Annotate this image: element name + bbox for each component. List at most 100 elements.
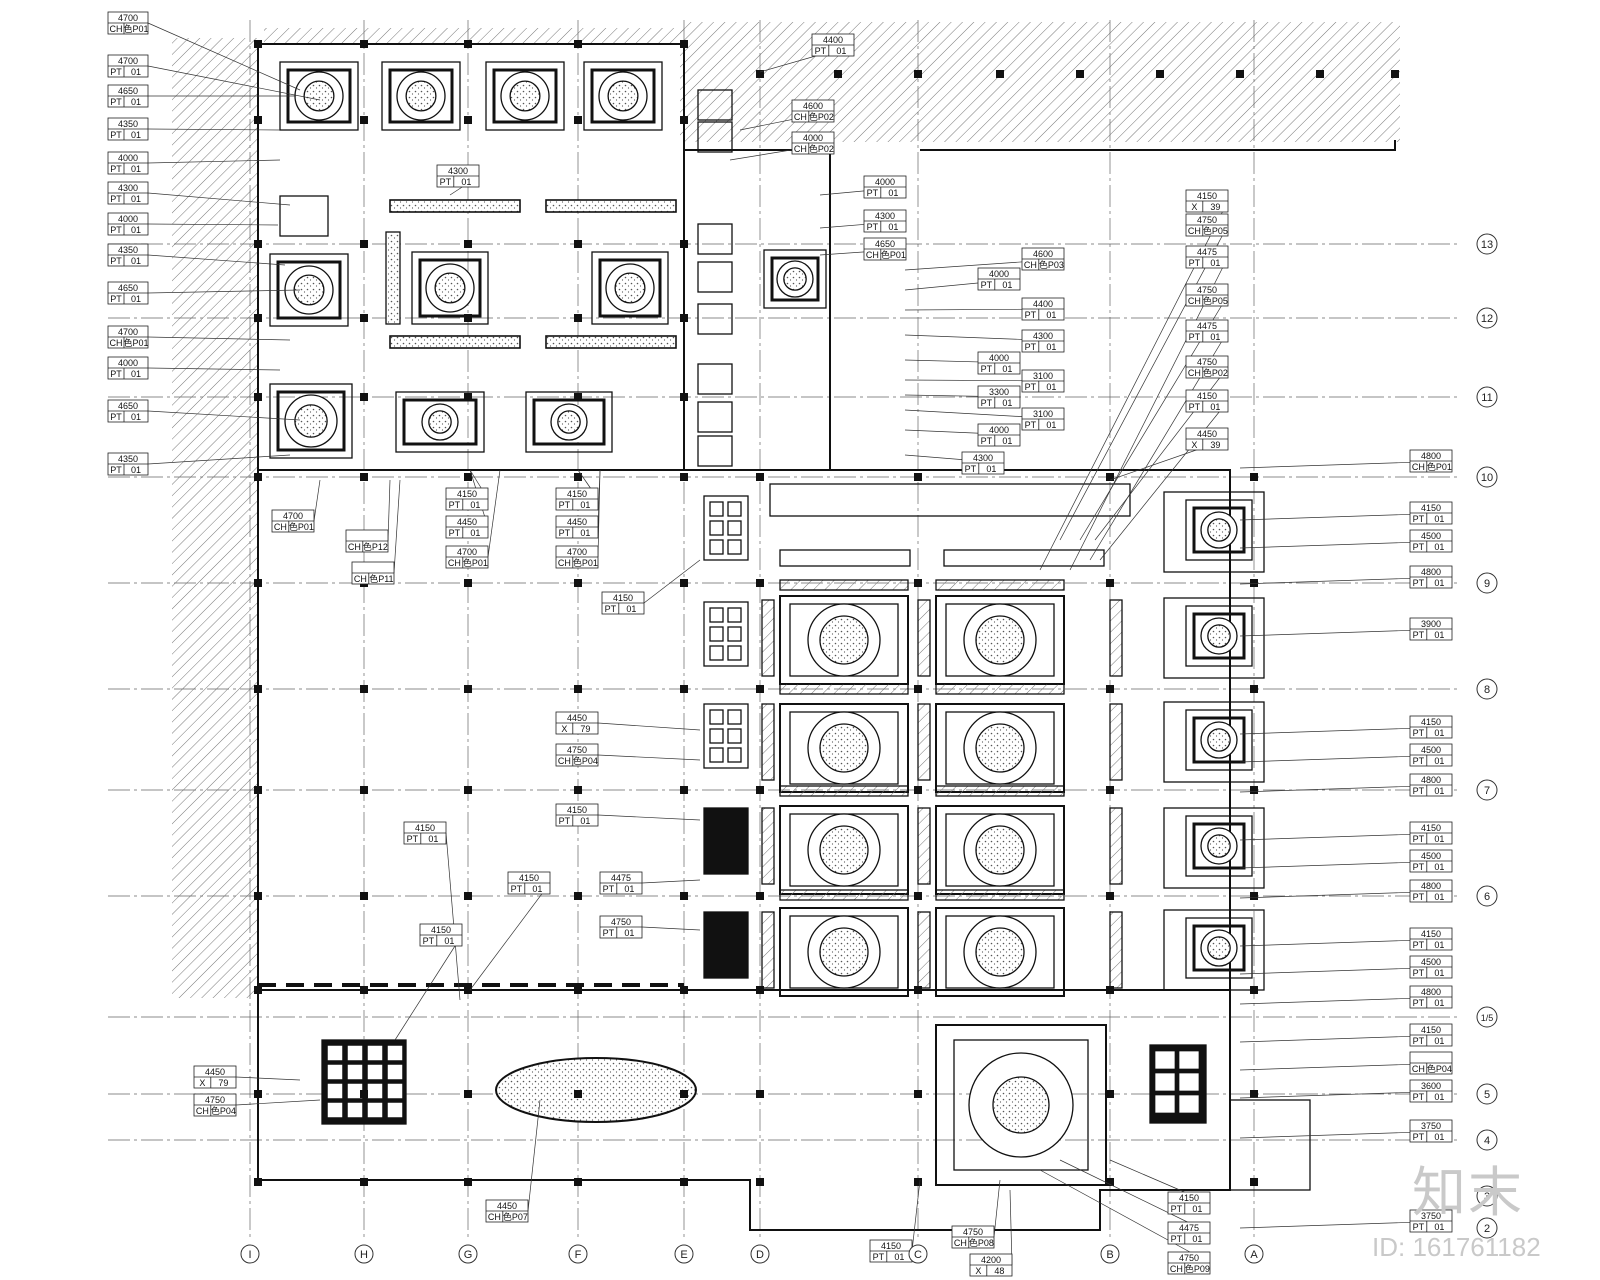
tag-code: 01 <box>1046 342 1056 352</box>
tag-height: 4150 <box>567 489 587 499</box>
tag-code: 色P01 <box>1427 461 1452 472</box>
tag-type: CH <box>1170 1264 1183 1274</box>
tag-code: 色P02 <box>809 143 834 154</box>
tag-type: PT <box>1025 420 1037 430</box>
hall-coffer-grid <box>703 483 1131 997</box>
tag-height: 4150 <box>881 1241 901 1251</box>
axis-bubble-col: B <box>1100 1244 1120 1264</box>
tag-type: PT <box>110 294 122 304</box>
tag-height: 4150 <box>519 873 539 883</box>
tag-code: 01 <box>1002 280 1012 290</box>
svg-text:D: D <box>756 1249 764 1261</box>
tag-height: 4300 <box>118 183 138 193</box>
tag-code: 79 <box>218 1078 228 1088</box>
svg-text:E: E <box>680 1249 687 1261</box>
tag-height: 4000 <box>118 153 138 163</box>
tag-type: CH <box>488 1212 501 1222</box>
tag-type: PT <box>981 280 993 290</box>
tag-code: 色P04 <box>573 755 598 766</box>
tag-code: 01 <box>1434 998 1444 1008</box>
svg-text:10: 10 <box>1481 472 1493 484</box>
tag-code: 01 <box>1046 420 1056 430</box>
tag-height: 4000 <box>989 425 1009 435</box>
tag-type: CH <box>110 338 123 348</box>
hall-coffer <box>935 703 1065 793</box>
tag-code: 色P04 <box>211 1105 236 1116</box>
tag-code: 色P04 <box>1427 1063 1452 1074</box>
axis-bubble-row: 10 <box>1476 466 1498 488</box>
tag-code: 39 <box>1210 440 1220 450</box>
tag-height: 4475 <box>1197 247 1217 257</box>
ceiling-coffer <box>1185 815 1253 877</box>
tag-code: 01 <box>131 130 141 140</box>
tag-height: 4800 <box>1421 775 1441 785</box>
tag-height: 4150 <box>431 925 451 935</box>
axis-bubble-row: 11 <box>1476 386 1498 408</box>
tag-height: 4750 <box>205 1095 225 1105</box>
tag-height: 4150 <box>415 823 435 833</box>
axis-bubble-col: E <box>674 1244 694 1264</box>
tag-type: CH <box>954 1238 967 1248</box>
tag-type: PT <box>981 398 993 408</box>
svg-text:G: G <box>464 1249 473 1261</box>
tag-type: X <box>975 1266 981 1276</box>
tag-type: CH <box>1412 462 1425 472</box>
tag-code: 色P01 <box>289 521 314 532</box>
tag-code: 79 <box>580 724 590 734</box>
tag-type: X <box>1191 202 1197 212</box>
tag-code: 01 <box>1192 1204 1202 1214</box>
tag-type: X <box>561 724 567 734</box>
tag-code: 01 <box>580 500 590 510</box>
tag-height: 4000 <box>118 214 138 224</box>
tag-height: 4150 <box>613 593 633 603</box>
tag-type: CH <box>1188 296 1201 306</box>
axis-bubble-row: 1/5 <box>1476 1006 1498 1028</box>
tag-type: PT <box>1413 1222 1425 1232</box>
upper-ceiling-modules <box>269 61 827 467</box>
tag-type: PT <box>1413 834 1425 844</box>
tag-code: 01 <box>580 528 590 538</box>
tag-height: 4600 <box>1033 249 1053 259</box>
tag-type: PT <box>423 936 435 946</box>
tag-type: CH <box>558 756 571 766</box>
tag-height: 4600 <box>803 101 823 111</box>
ceiling-coffer <box>485 61 565 131</box>
tag-height: 4500 <box>1421 957 1441 967</box>
tag-height: 4350 <box>118 245 138 255</box>
tag-code: 色P09 <box>1185 1263 1210 1274</box>
tag-code: 色P01 <box>573 557 598 568</box>
tag-height: 4000 <box>989 269 1009 279</box>
tag-code: 01 <box>1434 542 1444 552</box>
tag-type: PT <box>407 834 419 844</box>
tag-height: 4475 <box>1179 1223 1199 1233</box>
ceiling-coffer <box>269 383 353 459</box>
tag-code: 01 <box>1046 310 1056 320</box>
